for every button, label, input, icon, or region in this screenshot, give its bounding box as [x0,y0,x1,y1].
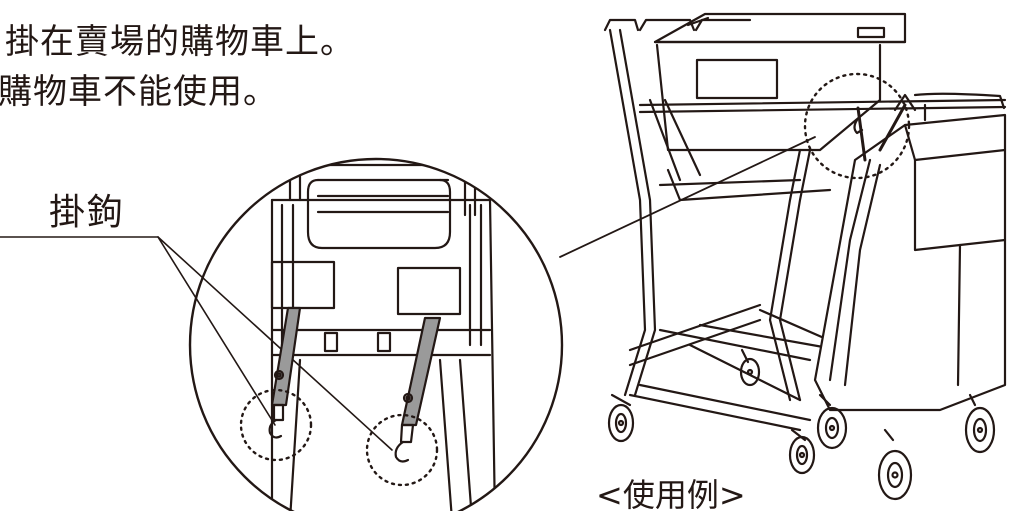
instruction-line-1: 掛在賣場的購物車上。 [5,22,355,62]
cart-wheels [607,348,996,501]
shopping-cart-drawing [603,12,1007,501]
usage-example-caption: <使用例> [596,476,746,514]
hook-leader-lines [0,236,393,451]
cart-hook-highlight [803,72,911,180]
right-hook-highlight [365,413,439,487]
left-hook-highlight [239,388,313,462]
hook-callout-label: 掛鉤 [49,192,126,233]
zoom-connector-line [559,136,816,258]
zoom-detail-circle [188,157,564,511]
instruction-line-2: 購物車不能使用。 [0,72,278,112]
